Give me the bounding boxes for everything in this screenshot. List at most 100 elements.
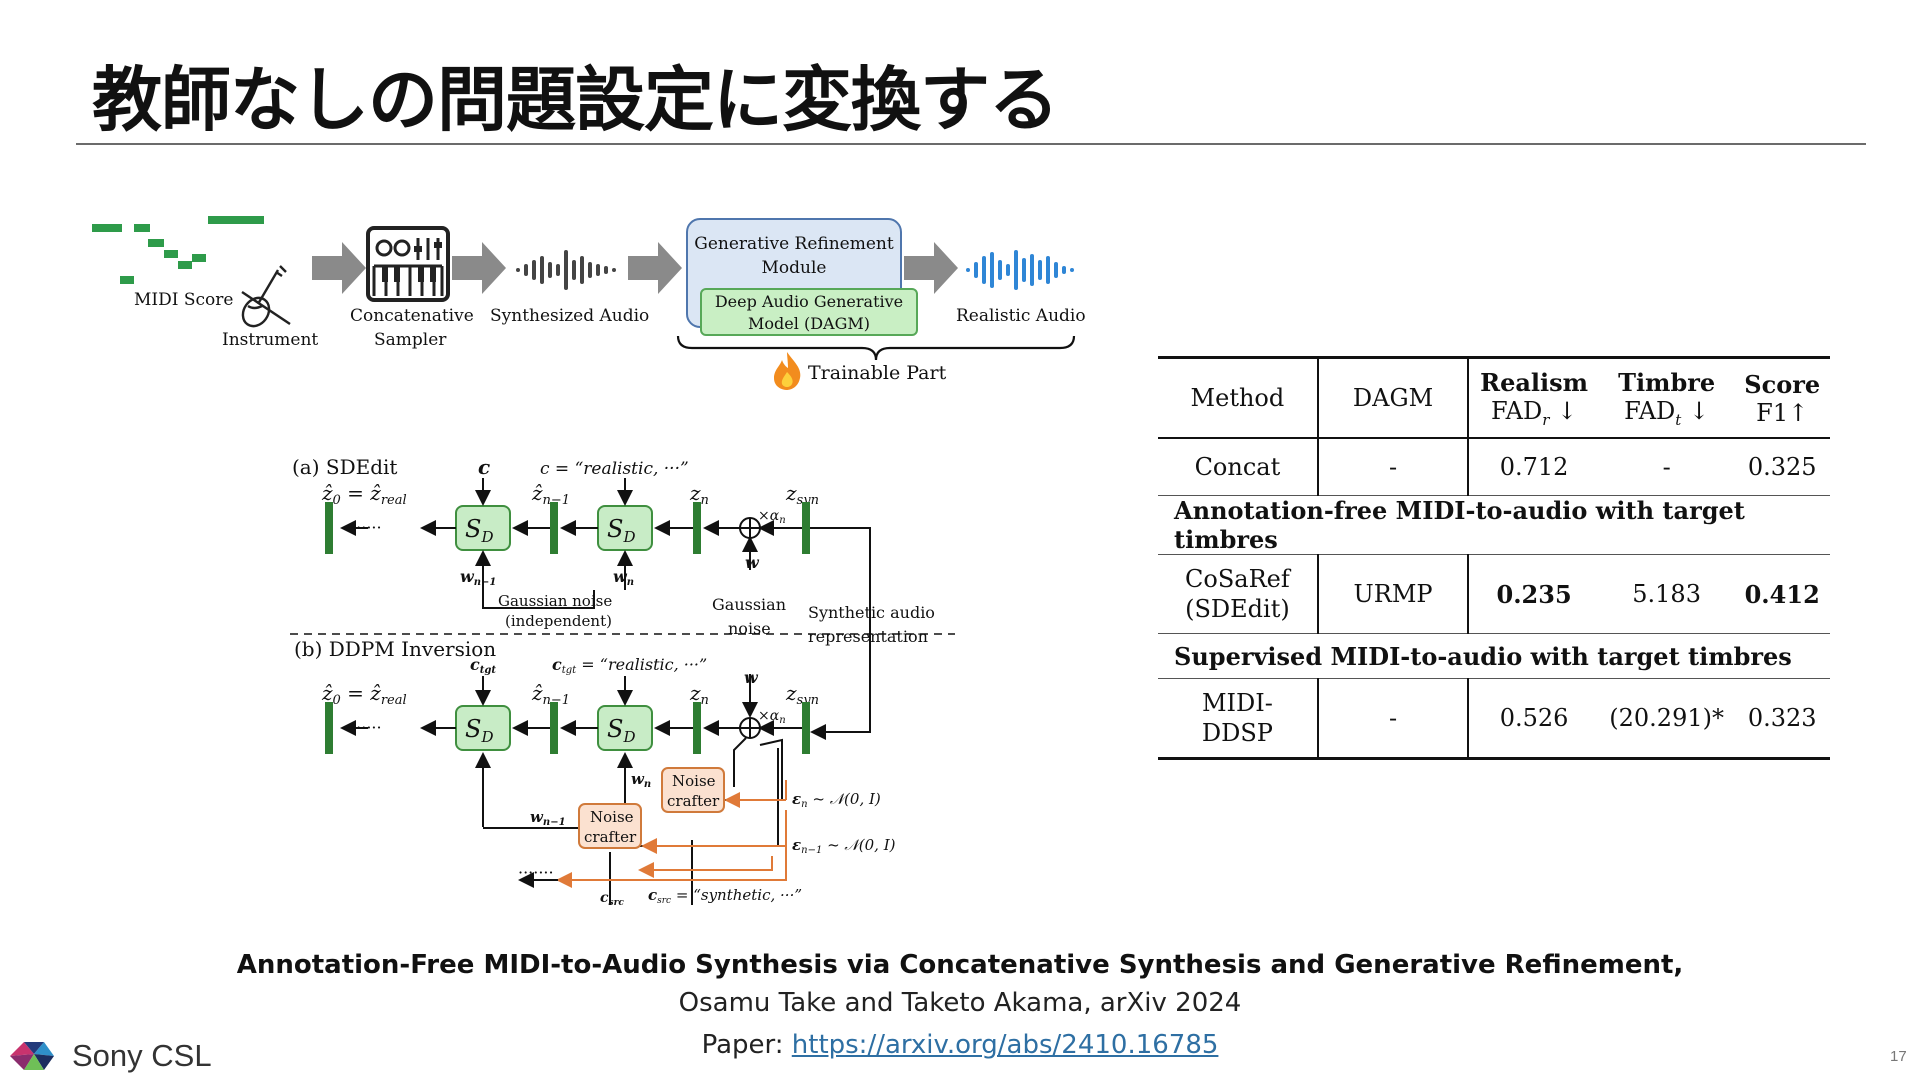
eps-n-label: εn ~ 𝒩(0, I) bbox=[792, 790, 881, 810]
cell-score: 0.323 bbox=[1734, 678, 1830, 760]
cell-timbre: (20.291)* bbox=[1598, 678, 1735, 760]
zn1-subscript: n−1 bbox=[543, 493, 571, 508]
sd-subscript: D bbox=[622, 528, 635, 546]
sd-symbol: S bbox=[607, 515, 623, 543]
table-section-row: Supervised MIDI-to-audio with target tim… bbox=[1158, 633, 1830, 679]
sony-csl-logo-icon bbox=[10, 1042, 54, 1070]
cell-realism: 0.712 bbox=[1468, 437, 1599, 496]
wn1-label: wn−1 bbox=[530, 808, 566, 828]
c-src-eq-subscript: src bbox=[657, 896, 671, 906]
sampler-label-line-2: Sampler bbox=[374, 330, 447, 350]
cell-method-line-2: DDSP bbox=[1201, 719, 1273, 747]
midi-score-label: MIDI Score bbox=[134, 290, 234, 310]
cond-c-label: c bbox=[478, 455, 490, 479]
latent-z0 bbox=[325, 702, 333, 754]
wn1-symbol: w bbox=[460, 567, 475, 586]
dots-label: ······· bbox=[346, 518, 382, 537]
w-label: w bbox=[744, 668, 759, 687]
dots-label: ······· bbox=[346, 718, 382, 737]
cell-method-line-2: (SDEdit) bbox=[1185, 595, 1290, 623]
zn1-label: ẑn−1 bbox=[531, 481, 570, 508]
c-tgt-symbol: c bbox=[470, 655, 480, 674]
c-src-eq-rest: = “synthetic, ···” bbox=[671, 886, 802, 904]
paper-link[interactable]: https://arxiv.org/abs/2410.16785 bbox=[791, 1030, 1219, 1060]
c-tgt-label: ctgt bbox=[470, 655, 496, 676]
alpha-symbol: ×α bbox=[758, 708, 780, 724]
brand-name: Sony CSL bbox=[72, 1038, 212, 1073]
synthetic-rep-line-2: representation bbox=[808, 627, 928, 646]
header-realism-subscript: r bbox=[1542, 410, 1550, 429]
zsyn-symbol: z bbox=[785, 481, 797, 505]
cell-method-line-1: CoSaRef bbox=[1185, 565, 1290, 593]
instrument-label: Instrument bbox=[222, 330, 319, 350]
zn-symbol: z bbox=[689, 481, 701, 505]
alpha-subscript: n bbox=[779, 715, 785, 726]
z0-symbol: ẑ bbox=[321, 681, 333, 705]
header-timbre-metric: FAD bbox=[1624, 396, 1676, 425]
sd-subscript: D bbox=[480, 728, 493, 746]
grm-label: Generative Refinement Module bbox=[690, 232, 898, 280]
latent-zsyn bbox=[802, 702, 810, 754]
sd-subscript: D bbox=[480, 528, 493, 546]
table-row: CoSaRef (SDEdit) URMP 0.235 5.183 0.412 bbox=[1158, 554, 1830, 634]
header-timbre: Timbre FADt ↓ bbox=[1598, 356, 1735, 438]
sdedit-ddpm-diagram: (a) SDEdit c c = “realistic, ···” ẑ0 = ẑ… bbox=[290, 455, 955, 908]
cond-realistic-label: c = “realistic, ···” bbox=[540, 459, 689, 479]
header-realism-line-1: Realism bbox=[1480, 367, 1589, 397]
noise-crafter-line-1: Noise bbox=[590, 808, 634, 826]
header-timbre-line-2: FADt ↓ bbox=[1599, 397, 1735, 429]
midi-note bbox=[92, 224, 122, 232]
alpha-symbol: ×α bbox=[758, 508, 780, 524]
z0-label: ẑ0 = ẑreal bbox=[321, 481, 407, 508]
c-tgt-eq-symbol: c bbox=[552, 655, 562, 674]
wn-subscript: n bbox=[627, 577, 634, 588]
header-timbre-arrow: ↓ bbox=[1681, 396, 1710, 425]
midi-note bbox=[164, 250, 178, 258]
z0-equals: = ẑ bbox=[341, 681, 381, 705]
latent-zn bbox=[693, 502, 701, 554]
c-src-subscript: src bbox=[609, 898, 625, 908]
header-timbre-line-1: Timbre bbox=[1618, 367, 1716, 397]
header-realism: Realism FADr ↓ bbox=[1468, 356, 1599, 438]
cell-realism: 0.235 bbox=[1496, 579, 1572, 609]
eps-n1-label: εn−1 ~ 𝒩(0, I) bbox=[792, 836, 896, 856]
cell-score: 0.325 bbox=[1734, 437, 1830, 496]
ddpm-inversion-label: (b) DDPM Inversion bbox=[294, 637, 496, 661]
z0-subscript: 0 bbox=[333, 693, 341, 708]
cell-method: MIDI- DDSP bbox=[1158, 678, 1319, 760]
table-row: Concat - 0.712 - 0.325 bbox=[1158, 437, 1830, 496]
header-method: Method bbox=[1158, 356, 1319, 438]
wn-label: wn bbox=[613, 567, 634, 588]
sd-label: SD bbox=[465, 515, 493, 546]
zn1-symbol: ẑ bbox=[531, 481, 543, 505]
z0-label: ẑ0 = ẑreal bbox=[321, 681, 407, 708]
c-src-label: csrc bbox=[600, 890, 624, 908]
zn-label: zn bbox=[689, 681, 709, 708]
cell-method-line-1: MIDI- bbox=[1201, 689, 1273, 717]
trainable-part-label: Trainable Part bbox=[808, 362, 947, 384]
zn-subscript: n bbox=[701, 493, 709, 508]
wn1-subscript: n−1 bbox=[543, 817, 566, 828]
gaussian-independent-line-1: Gaussian noise bbox=[498, 592, 612, 610]
slide-title: 教師なしの問題設定に変換する bbox=[92, 59, 1059, 141]
table-section-row: Annotation-free MIDI-to-audio with targe… bbox=[1158, 495, 1830, 555]
eps-n-distribution: ~ 𝒩(0, I) bbox=[808, 790, 881, 808]
eps-n-subscript: n bbox=[801, 799, 807, 810]
violin-icon bbox=[241, 265, 291, 328]
wn1-symbol: w bbox=[530, 808, 544, 826]
c-tgt-eq-label: ctgt = “realistic, ···” bbox=[552, 655, 707, 676]
alpha-label: ×αn bbox=[758, 508, 786, 526]
eps-n1-distribution: ~ 𝒩(0, I) bbox=[822, 836, 895, 854]
c-src-eq-label: csrc = “synthetic, ···” bbox=[648, 886, 802, 906]
noise-crafter-n1 bbox=[578, 803, 642, 849]
plus-icon bbox=[740, 518, 760, 538]
dagm-label-line-1: Deep Audio Generative bbox=[714, 292, 904, 311]
realistic-waveform-icon bbox=[966, 250, 1074, 290]
c-src-symbol: c bbox=[600, 890, 609, 906]
arrow-icon bbox=[628, 242, 682, 294]
zn1-label: ẑn−1 bbox=[531, 681, 570, 708]
midi-note bbox=[178, 261, 192, 269]
arrow-icon bbox=[452, 242, 506, 294]
zn-symbol: z bbox=[689, 681, 701, 705]
cell-realism: 0.526 bbox=[1468, 678, 1599, 760]
